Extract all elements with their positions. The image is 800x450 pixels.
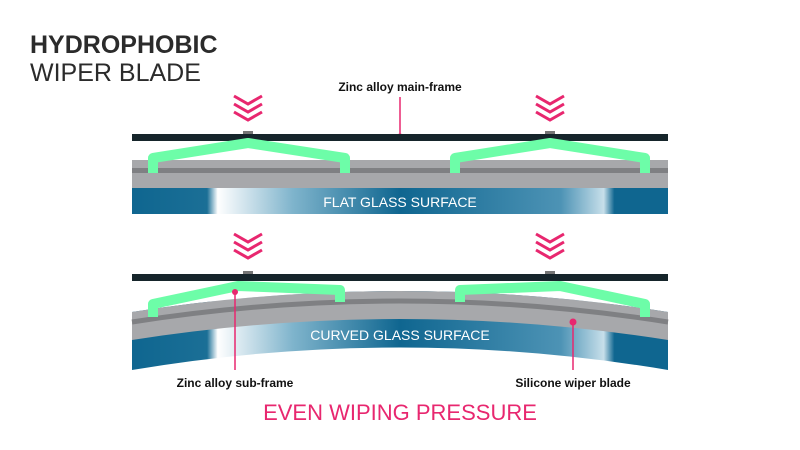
frame-joint <box>545 131 555 135</box>
wiper-blade-rubber <box>132 160 668 188</box>
blade-stripe <box>131 298 669 325</box>
sub-frame-left <box>148 281 345 317</box>
pressure-chevrons-icon <box>534 94 566 122</box>
sub-frame-right <box>450 138 650 173</box>
frame-joint <box>243 131 253 135</box>
blade-stripe <box>132 168 668 173</box>
main-frame-label: Zinc alloy main-frame <box>338 80 462 94</box>
flat-glass-label: FLAT GLASS SURFACE <box>323 194 477 210</box>
wiper-blade-label: Silicone wiper blade <box>515 376 631 390</box>
flat-glass <box>132 188 668 214</box>
sub-frame-label: Zinc alloy sub-frame <box>177 376 294 390</box>
footer-caption: EVEN WIPING PRESSURE <box>263 400 537 425</box>
pressure-chevrons-icon <box>534 232 566 260</box>
curved-glass-label: CURVED GLASS SURFACE <box>310 327 489 343</box>
title-line1: HYDROPHOBIC <box>30 31 218 59</box>
main-frame <box>132 274 668 281</box>
frame-joint <box>545 271 555 275</box>
pressure-chevrons-icon <box>232 232 264 260</box>
sub-frame-left <box>148 138 350 173</box>
sub-frame-right <box>455 281 650 317</box>
main-frame <box>132 134 668 141</box>
wiper-blade-rubber-curved <box>132 291 668 340</box>
pointer-dot <box>232 289 238 295</box>
frame-joint <box>243 271 253 275</box>
pressure-chevrons-icon <box>232 94 264 122</box>
title-line2: WIPER BLADE <box>30 59 201 87</box>
pointer-dot <box>569 318 577 326</box>
